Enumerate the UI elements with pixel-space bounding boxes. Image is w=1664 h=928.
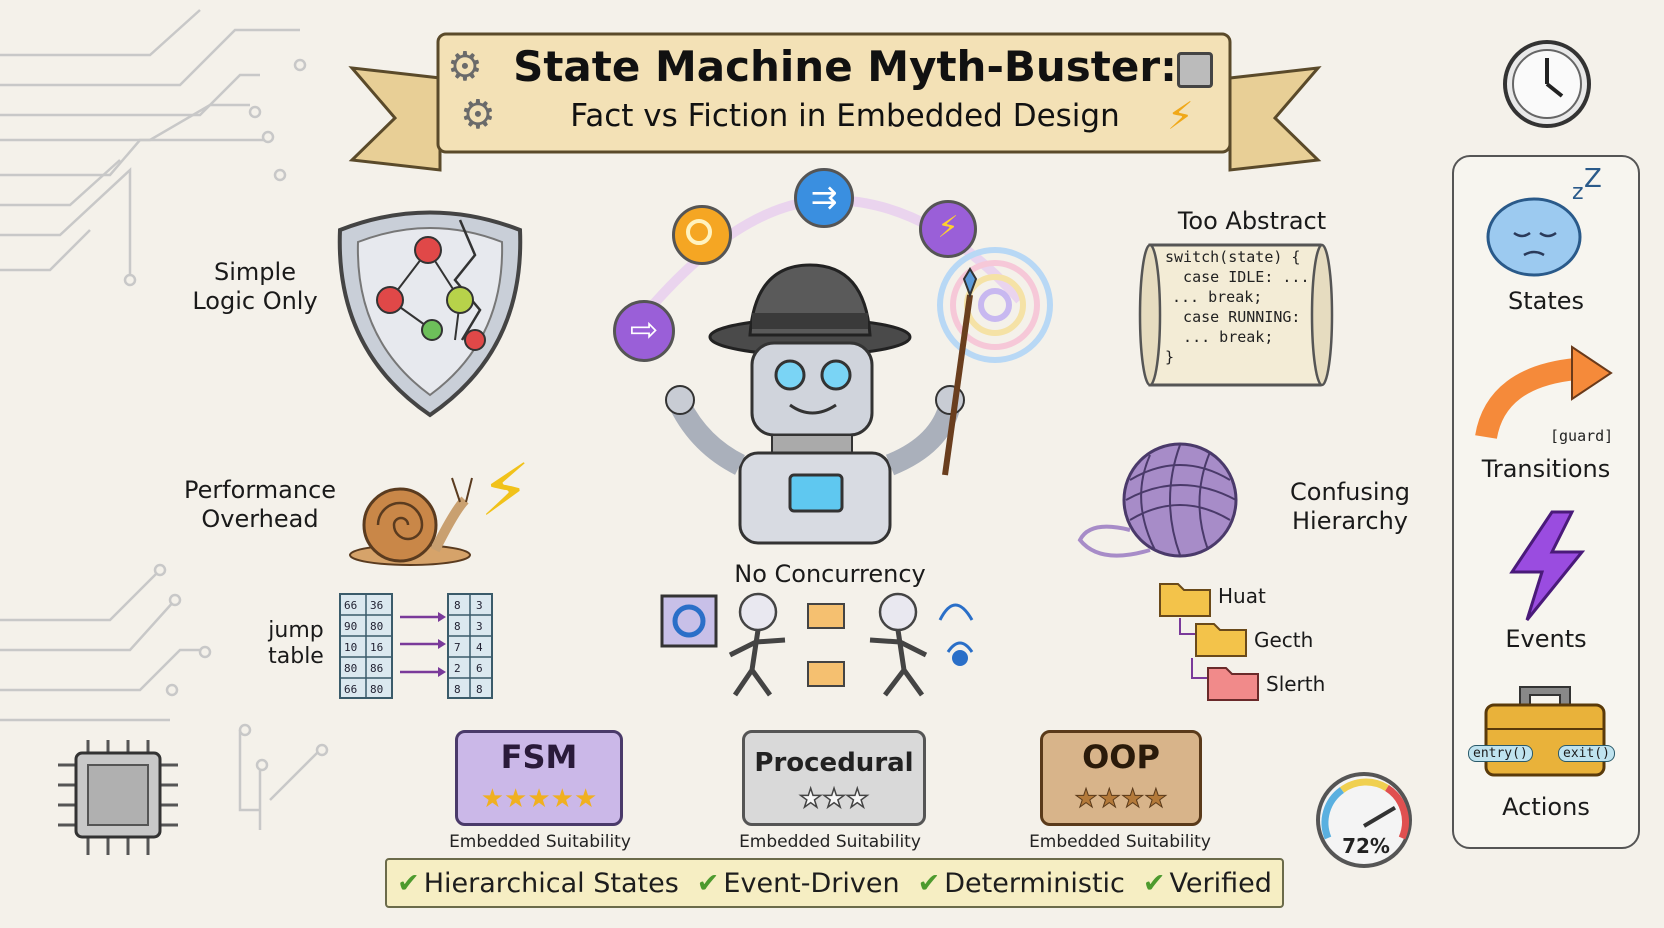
svg-text:4: 4 <box>476 641 483 654</box>
orb-inner-circle <box>686 219 712 245</box>
svg-text:16: 16 <box>370 641 383 654</box>
sidebar-label-states: States <box>1507 287 1585 315</box>
badge-procedural-stars: ★★★ <box>798 783 869 815</box>
gear-icon: ⚙ <box>460 92 496 138</box>
lightning-icon: ⚡ <box>1167 94 1194 138</box>
folder-label: Gecth <box>1254 628 1314 652</box>
lightning-icon <box>1509 510 1586 621</box>
toolbox-icon <box>1484 686 1606 777</box>
svg-text:Z: Z <box>1584 164 1602 194</box>
gauge-meter <box>1316 772 1412 868</box>
badge-fsm-caption: Embedded Suitability <box>449 832 631 852</box>
jump-table-diagram: 66 36 90 80 10 16 80 86 66 80 8 3 8 3 7 4 2 6 8 8 <box>339 593 493 699</box>
feature-item: ✔Event-Driven <box>696 867 900 899</box>
check-icon: ✔ <box>696 867 720 899</box>
orb-forward-icon: ⇉ <box>794 168 854 228</box>
badge-procedural <box>742 730 926 826</box>
myth-confusing-hierarchy: Confusing Hierarchy <box>1290 478 1410 535</box>
feature-item: ✔Deterministic <box>917 867 1125 899</box>
concurrency-illustration <box>660 592 974 697</box>
myth-simple-logic: Simple Logic Only <box>192 258 318 315</box>
sidebar-label-transitions: Transitions <box>1481 455 1611 483</box>
badge-fsm-title: FSM <box>500 738 578 776</box>
code-line: case IDLE: ... <box>1165 268 1310 286</box>
svg-text:10: 10 <box>344 641 357 654</box>
microchip-icon <box>58 740 178 855</box>
page-title: State Machine Myth-Buster: <box>513 42 1177 91</box>
svg-text:8: 8 <box>476 683 483 696</box>
check-icon: ✔ <box>397 867 420 899</box>
title-banner <box>348 32 1322 172</box>
badge-fsm-stars: ★★★★★ <box>480 784 598 814</box>
code-line: ... break; <box>1165 328 1274 346</box>
code-scroll <box>1138 243 1334 387</box>
myth-too-abstract: Too Abstract <box>1177 207 1327 235</box>
cracked-shield-icon <box>337 210 523 418</box>
code-line: switch(state) { <box>1165 248 1301 266</box>
sleeping-bubble-icon: z Z <box>1486 164 1602 277</box>
myth-jump-table: jump table <box>268 618 324 670</box>
page-subtitle: Fact vs Fiction in Embedded Design <box>570 98 1120 134</box>
svg-text:80: 80 <box>370 683 383 696</box>
feature-item: ✔Hierarchical States <box>397 867 679 899</box>
code-line: case RUNNING: <box>1165 308 1301 326</box>
svg-text:80: 80 <box>370 620 383 633</box>
snail-icon <box>349 477 473 566</box>
curved-arrow-icon <box>1475 345 1613 440</box>
folder-tree <box>1159 583 1259 701</box>
svg-text:z: z <box>1572 180 1584 205</box>
svg-text:6: 6 <box>476 662 483 675</box>
chip-icon <box>1177 52 1213 88</box>
svg-text:8: 8 <box>454 683 461 696</box>
svg-text:66: 66 <box>344 599 357 612</box>
orb-arrow-icon: ⇨ <box>613 300 675 362</box>
myth-performance-overhead: Performance Overhead <box>183 476 337 533</box>
svg-text:80: 80 <box>344 662 357 675</box>
folder-label: Slerth <box>1266 672 1326 696</box>
gear-icon: ⚙ <box>447 44 483 90</box>
svg-text:36: 36 <box>370 599 383 612</box>
svg-text:3: 3 <box>476 620 483 633</box>
orb-lightning-icon: ⚡ <box>919 200 977 258</box>
svg-text:7: 7 <box>454 641 461 654</box>
guard-tag: [guard] <box>1550 427 1614 445</box>
svg-text:2: 2 <box>454 662 461 675</box>
badge-oop <box>1040 730 1202 826</box>
svg-text:8: 8 <box>454 599 461 612</box>
exit-tag: exit() <box>1558 745 1615 762</box>
lightning-icon: ⚡ <box>480 448 531 532</box>
badge-fsm <box>455 730 623 826</box>
badge-oop-caption: Embedded Suitability <box>1029 832 1211 852</box>
badge-procedural-caption: Embedded Suitability <box>739 832 921 852</box>
svg-text:66: 66 <box>344 683 357 696</box>
features-bar: ✔Hierarchical States ✔Event-Driven ✔Dete… <box>385 858 1284 908</box>
svg-text:90: 90 <box>344 620 357 633</box>
check-icon: ✔ <box>917 867 941 899</box>
entry-tag: entry() <box>1468 745 1533 762</box>
swirl-decoration <box>937 247 1053 363</box>
gauge-value: 72% <box>1342 834 1390 858</box>
badge-oop-stars: ★★★★ <box>1074 784 1168 815</box>
svg-text:3: 3 <box>476 599 483 612</box>
svg-text:8: 8 <box>454 620 461 633</box>
feature-item: ✔Verified <box>1142 867 1272 899</box>
clock-icon <box>1503 40 1591 128</box>
check-icon: ✔ <box>1142 867 1166 899</box>
folder-label: Huat <box>1218 584 1266 608</box>
myth-no-concurrency: No Concurrency <box>734 560 926 588</box>
robot-wizard <box>665 263 978 545</box>
badge-oop-title: OOP <box>1082 738 1160 776</box>
code-line: ... break; <box>1172 288 1263 306</box>
sidebar-label-actions: Actions <box>1502 793 1590 821</box>
yarn-ball-icon <box>1077 442 1238 558</box>
badge-procedural-title: Procedural <box>754 748 914 778</box>
code-line: } <box>1165 348 1175 366</box>
sidebar-label-events: Events <box>1505 625 1587 653</box>
concepts-sidebar: z Z States [guard] Transitions Events en… <box>1452 155 1640 849</box>
svg-text:86: 86 <box>370 662 383 675</box>
